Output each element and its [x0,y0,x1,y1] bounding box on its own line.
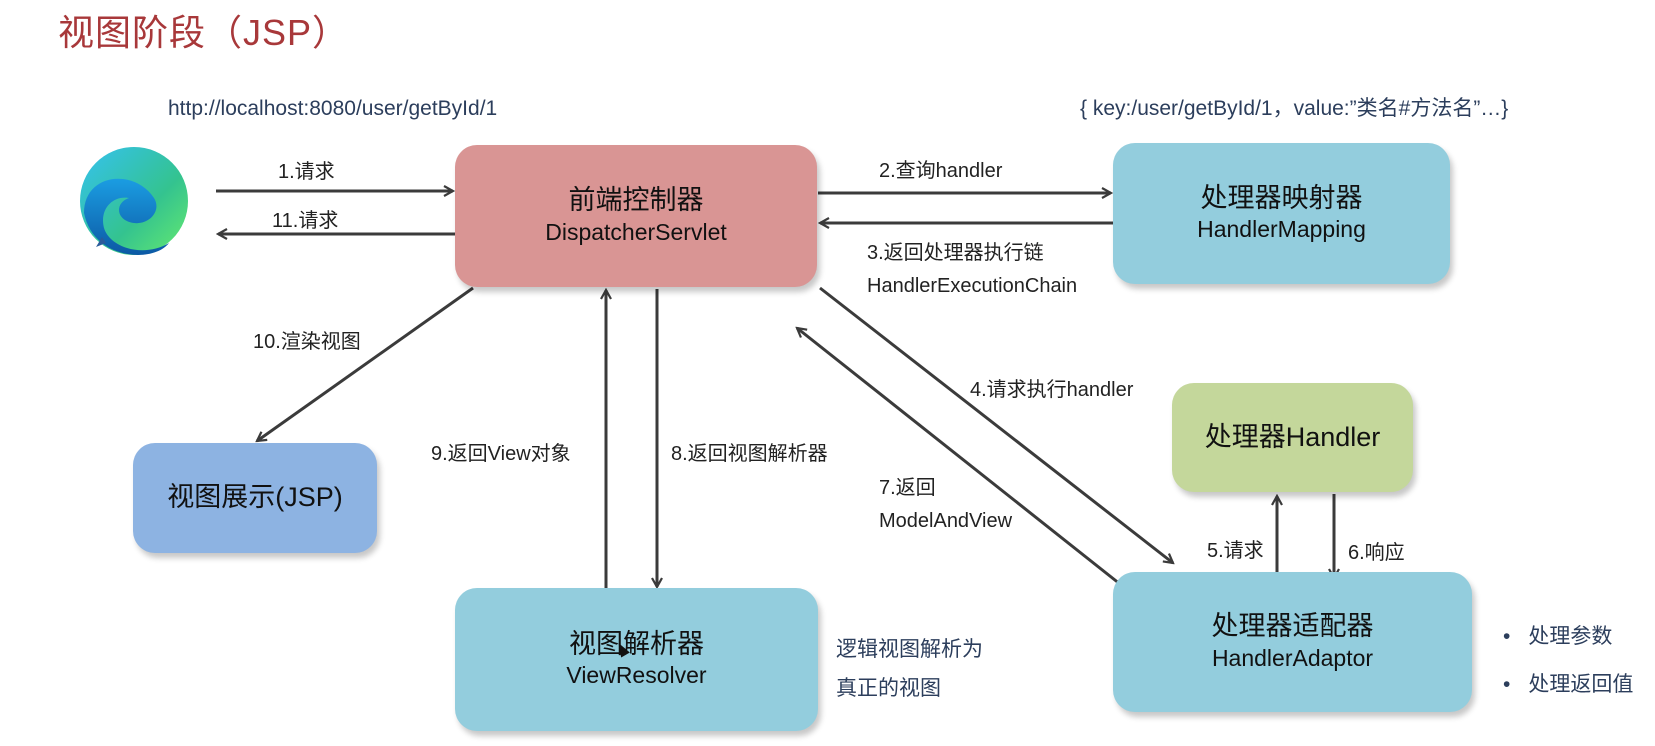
edge-label-7-line1: 7.返回 [879,477,936,499]
node-title-en: HandlerAdaptor [1211,644,1374,671]
node-title-zh: 前端控制器 [568,185,704,216]
edge-label-3-line1: 3.返回处理器执行链 [867,242,1044,264]
edge-label-1: 1.请求 [278,161,335,183]
node-title-zh: 处理器映射器 [1200,182,1363,213]
resolver-note-line2: 真正的视图 [836,677,941,700]
dispatcher-servlet-node: 前端控制器 DispatcherServlet [455,145,817,287]
edge-label-4: 4.请求执行handler [970,379,1134,401]
handler-node: 处理器Handler [1172,383,1413,492]
handler-mapping-node: 处理器映射器 HandlerMapping [1113,143,1450,284]
handler-adaptor-node: 处理器适配器 HandlerAdaptor [1113,572,1472,712]
edge-label-8: 8.返回视图解析器 [671,443,828,465]
edge-label-5: 5.请求 [1207,540,1264,562]
edge-label-6: 6.响应 [1348,542,1405,564]
arrow-4-execute-handler [819,286,1173,563]
edge-label-10: 10.渲染视图 [253,331,361,353]
mapping-note: { key:/user/getById/1，value:”类名#方法名”…} [1080,97,1509,120]
arrow-7-return-mav [797,328,1126,590]
page-title: 视图阶段（JSP） [58,12,350,53]
edge-label-11: 11.请求 [272,210,339,232]
adaptor-note-item: 处理参数 [1503,620,1633,650]
node-title: 视图展示(JSP) [167,482,343,513]
resolver-note-line1: 逻辑视图解析为 [836,638,983,661]
edge-label-2: 2.查询handler [879,160,1003,182]
adaptor-notes-list: 处理参数 处理返回值 [1503,620,1633,716]
view-resolver-node: 视图解析器 ViewResolver [455,588,818,731]
node-title-en: ViewResolver [566,662,707,689]
adaptor-note-item: 处理返回值 [1503,668,1633,698]
edge-browser-icon [74,143,194,263]
edge-label-7-line2: ModelAndView [879,510,1013,532]
node-title-zh: 视图解析器 [569,628,704,659]
node-title: 处理器Handler [1204,421,1381,452]
edge-label-3-line2: HandlerExecutionChain [867,275,1078,297]
node-title-en: DispatcherServlet [545,218,727,245]
node-title-en: HandlerMapping [1197,216,1366,243]
request-url: http://localhost:8080/user/getById/1 [168,97,498,120]
jsp-view-node: 视图展示(JSP) [133,443,377,553]
arrow-10-render-view [257,286,474,441]
edge-label-9: 9.返回View对象 [431,443,571,465]
node-title-zh: 处理器适配器 [1211,611,1374,642]
